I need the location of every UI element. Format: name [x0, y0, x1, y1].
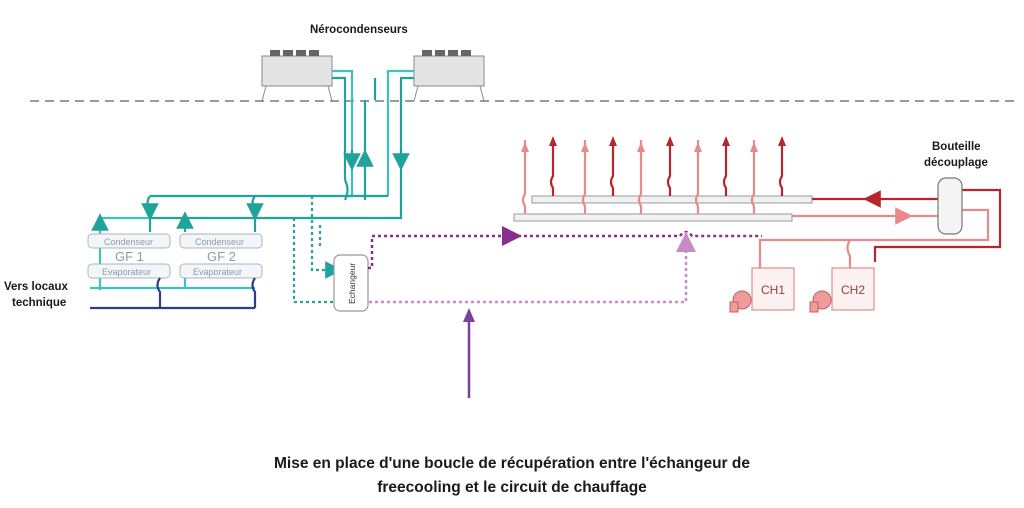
gf2-unit: Condenseur GF 2 Evaporateur: [179, 233, 263, 279]
ch2-label: CH2: [841, 283, 865, 297]
echangeur-teal-loop: [292, 196, 343, 304]
echangeur-box: [333, 254, 369, 312]
heating-riser: [637, 140, 643, 214]
aerocondenseurs-label: Nérocondenseurs: [310, 24, 408, 36]
echangeur-label: Echangeur: [347, 263, 357, 304]
recovery-loop: [368, 226, 762, 304]
gf1-unit: Condenseur GF 1 Evaporateur: [87, 233, 171, 279]
evaporator-pipes: [90, 277, 257, 310]
heating-mains: [758, 188, 1002, 268]
heating-riser-arrow: [778, 136, 786, 146]
aerocondenseur-right: [413, 50, 485, 102]
condenser-pipes: [91, 69, 414, 290]
heating-riser: [778, 140, 784, 196]
gf1-name: GF 1: [115, 249, 144, 264]
heating-riser-arrow: [750, 142, 758, 152]
gf2-name: GF 2: [207, 249, 236, 264]
bouteille-label-2: découplage: [924, 157, 988, 169]
caption: Mise en place d'une boucle de récupérati…: [212, 452, 812, 500]
heating-riser-arrow: [637, 142, 645, 152]
gf1-condenseur-label: Condenseur: [104, 237, 153, 247]
gf2-evaporateur-label: Evaporateur: [193, 267, 242, 277]
ch1-label: CH1: [761, 283, 785, 297]
heating-riser: [609, 140, 615, 196]
bouteille-label-1: Bouteille: [932, 141, 981, 153]
heating-risers: [521, 136, 786, 214]
heating-riser-arrow: [722, 136, 730, 146]
aerocondenseur-left: [261, 50, 333, 102]
gf2-condenseur-label: Condenseur: [195, 237, 244, 247]
heating-riser: [666, 140, 672, 196]
heating-riser-arrow: [609, 136, 617, 146]
heating-riser-arrow: [666, 136, 674, 146]
gf1-evaporateur-label: Evaporateur: [102, 267, 151, 277]
heating-riser: [694, 140, 700, 214]
heating-riser: [750, 140, 756, 214]
caption-line-1: Mise en place d'une boucle de récupérati…: [274, 455, 750, 472]
heating-riser-arrow: [521, 142, 529, 152]
heating-riser-arrow: [694, 142, 702, 152]
highlight-arrow: [463, 308, 475, 398]
heating-riser: [581, 140, 587, 214]
vers-locaux-label-1: Vers locaux: [4, 281, 69, 293]
vers-locaux-label-2: technique: [12, 297, 66, 309]
heating-collectors: [513, 195, 813, 222]
bouteille-decouplage: [937, 177, 963, 235]
heating-riser: [722, 140, 728, 196]
heating-riser-arrow: [549, 136, 557, 146]
heating-riser-arrow: [581, 142, 589, 152]
chaudiere-ch2: CH2: [809, 267, 875, 313]
heating-riser: [521, 140, 527, 214]
caption-line-2: freecooling et le circuit de chauffage: [377, 479, 647, 496]
chaudiere-ch1: CH1: [729, 267, 795, 313]
heating-riser: [549, 140, 555, 196]
